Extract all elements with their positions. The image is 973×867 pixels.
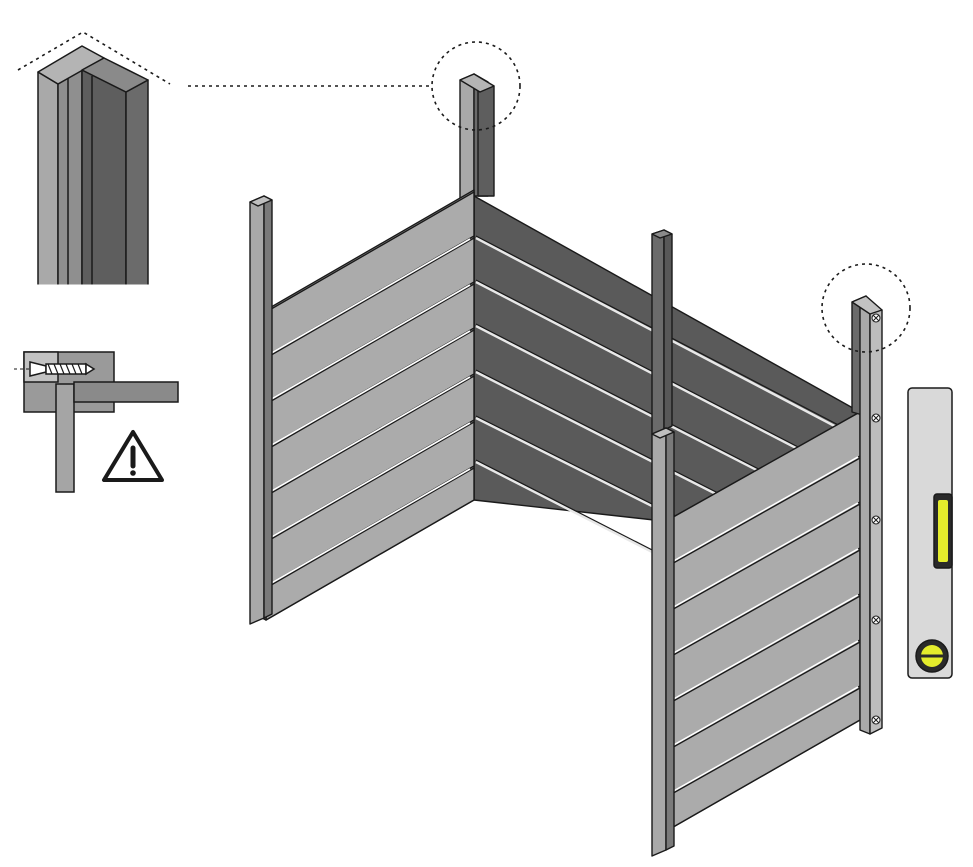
detail-circle-right-post (821, 263, 911, 353)
screw-heads (871, 313, 881, 725)
left-wall (261, 189, 475, 621)
back-corner-post (459, 73, 495, 203)
middle-post (651, 229, 673, 435)
right-corner-post (851, 295, 883, 735)
left-post (249, 195, 273, 625)
warning-triangle-icon (102, 430, 164, 482)
spirit-level-icon (907, 387, 953, 679)
front-post (651, 427, 675, 857)
detail-circle-back-post (431, 41, 521, 131)
planter-box-assembly (249, 73, 883, 857)
front-right-wall (667, 411, 861, 831)
screw-detail-icon (14, 351, 179, 493)
corner-post-detail-icon (17, 31, 430, 288)
left-wall-boards (265, 191, 475, 621)
